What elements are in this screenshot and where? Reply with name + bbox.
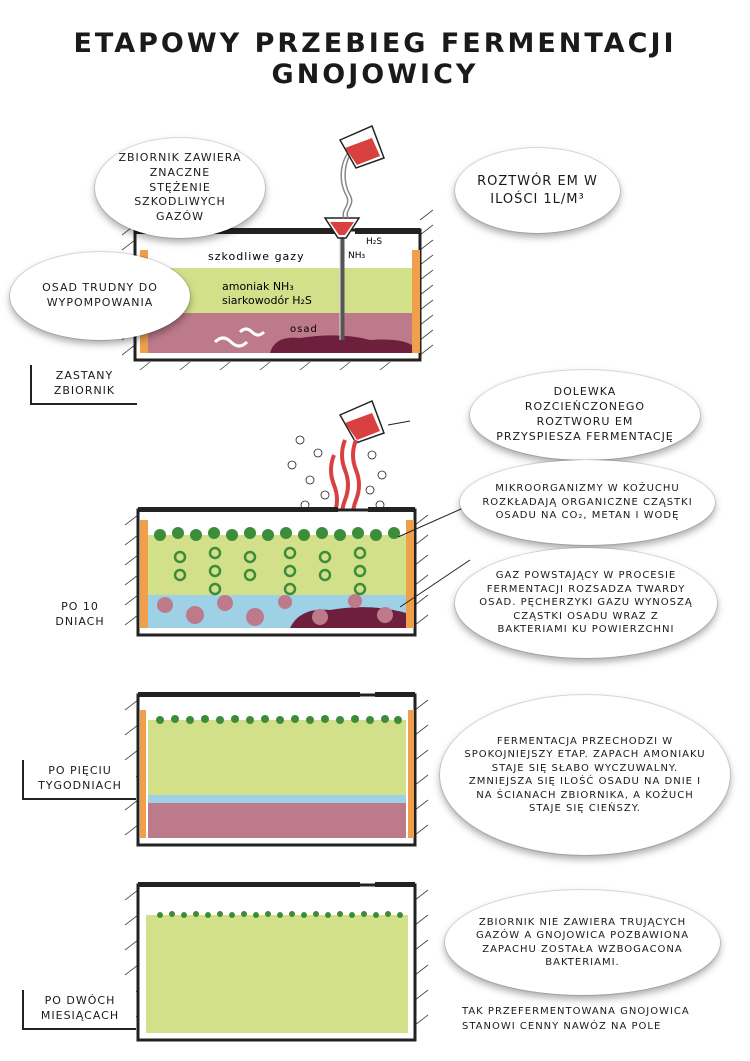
nh3-tag: NH₃: [348, 251, 366, 261]
scum-layer: [157, 911, 403, 918]
gas-layer: [140, 235, 415, 270]
bubble-sediment: osad trudny do wypompowania: [10, 252, 190, 340]
bubble-gases: zbiornik zawiera znaczne stężenie szkodl…: [95, 138, 265, 238]
sediment-layer: [148, 803, 406, 838]
stage2-label: po 10dniach: [40, 600, 120, 630]
pointer-arrow: [399, 559, 471, 608]
stage3-tank-diagram: [124, 692, 429, 847]
sediment-label: osad: [290, 324, 318, 335]
bubble-gas-release: gaz powstający w procesie fermentacji ro…: [455, 548, 717, 658]
bubble-stage4: zbiornik nie zawiera trujących gazów a g…: [445, 890, 720, 995]
em-stream: [340, 147, 353, 219]
stage4-label: po dwóchmiesiącach: [22, 990, 136, 1030]
h2s-label: siarkowodór H₂S: [222, 294, 312, 307]
ammonia-label: amoniak NH₃: [222, 280, 294, 293]
dark-sediment: [270, 335, 412, 353]
pointer-arrow: [397, 504, 471, 538]
stage3-label: po pięciutygodniach: [22, 760, 136, 800]
wall-residue-right: [412, 250, 420, 353]
stage2-tank-diagram: [124, 399, 471, 637]
bubble-stage3: fermentacja przechodzi w spokojniejszy e…: [440, 695, 730, 855]
liquid-layer: [148, 268, 412, 313]
gases-label: szkodliwe gazy: [208, 250, 305, 263]
h2s-tag: H₂S: [366, 237, 382, 247]
water-layer: [148, 795, 406, 803]
jug-icon: [338, 124, 385, 169]
worm-icon: [238, 327, 266, 337]
gas-bubble-columns: [173, 546, 367, 596]
page-title: Etapowy przebieg fermentacji gnojowicy: [73, 28, 677, 90]
bubble-microorganisms: mikroorganizmy w kożuchu rozkładają orga…: [460, 460, 715, 545]
worm-icon: [213, 336, 249, 348]
bubble-em-dose: dolewka rozcieńczonego roztworu EM przys…: [470, 370, 700, 460]
jug-icon: [338, 399, 411, 444]
footer-note: tak przefermentowana gnojowica stanowi c…: [462, 1006, 690, 1032]
liquid-layer: [148, 535, 406, 595]
scum-layer: [156, 715, 402, 724]
sediment-blobs: [157, 594, 393, 626]
stage4-tank-diagram: [124, 882, 429, 1042]
liquid-layer: [146, 915, 408, 1033]
stage1-label: zastanyzbiornik: [30, 365, 137, 405]
scum-layer: [154, 527, 400, 541]
liquid-layer: [148, 720, 406, 795]
bubble-em: Roztwór EM w ilości 1L/m³: [455, 148, 620, 233]
